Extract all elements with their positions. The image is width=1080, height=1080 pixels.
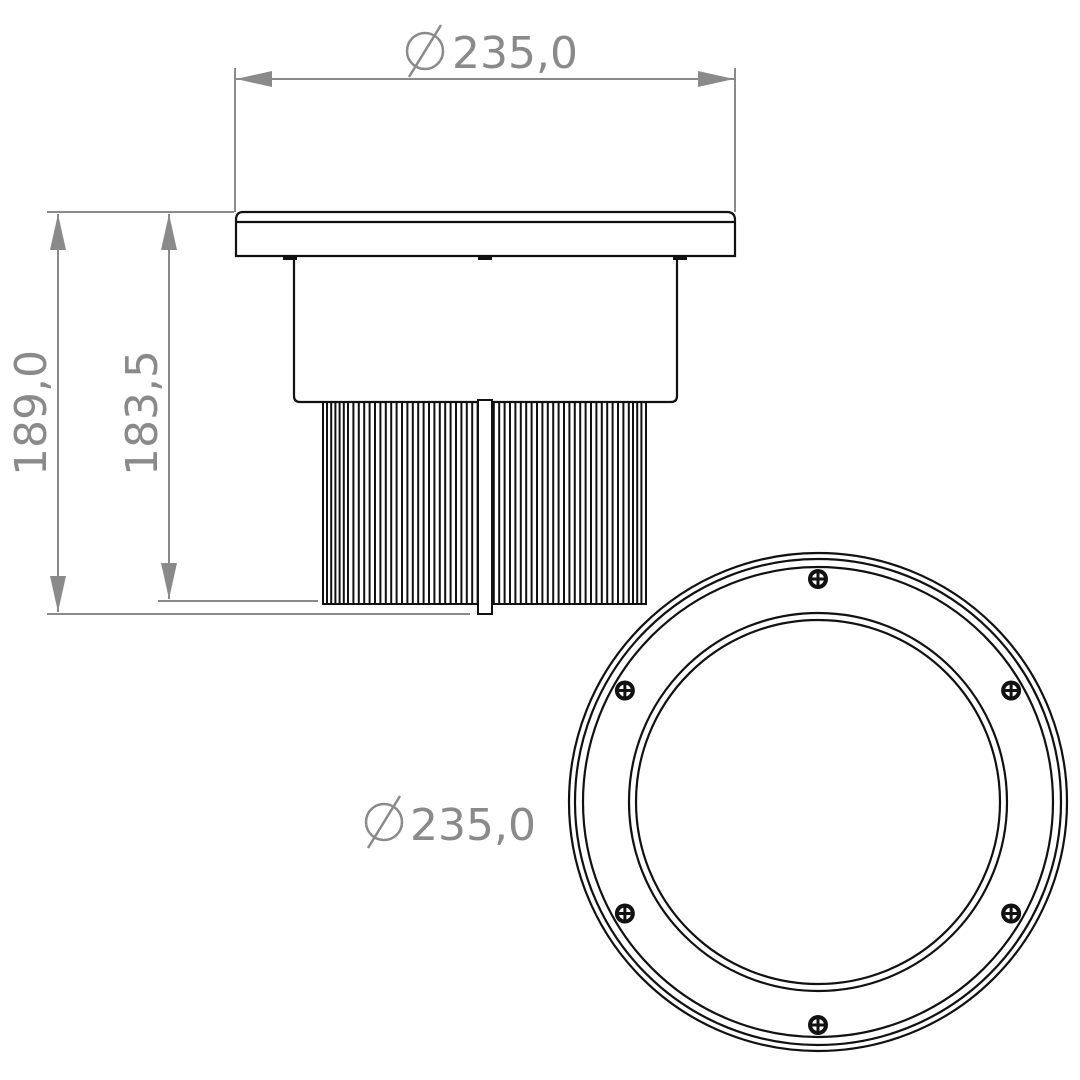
flange-tab-center [478, 256, 492, 260]
outer-ring [567, 551, 1069, 1053]
center-stem [477, 399, 493, 615]
diameter-symbol-top [405, 24, 445, 78]
housing-body [292, 258, 679, 404]
diameter-symbol-front [364, 795, 404, 849]
screw-icon [808, 569, 828, 589]
arrow-top [161, 214, 177, 250]
front-view [567, 551, 1069, 1053]
arrow-bottom [50, 576, 66, 612]
bezel-edge [581, 565, 1055, 1039]
screw-icon [808, 1015, 828, 1035]
arrow-left [236, 71, 272, 87]
overall-height-dimension: 189,0 [6, 211, 470, 615]
body-height-value: 183,5 [117, 350, 168, 476]
side-view [234, 210, 737, 615]
overall-height-value: 189,0 [6, 350, 57, 476]
bezel-screws [614, 569, 1022, 1035]
arrow-right [698, 71, 734, 87]
front-diameter-label: 235,0 [364, 795, 536, 851]
top-diameter-value: 235,0 [452, 28, 578, 79]
screw-icon [1001, 903, 1022, 924]
lens-inner-edge [634, 618, 1002, 986]
outer-ring-inner-edge [573, 557, 1063, 1047]
body-height-dimension: 183,5 [117, 214, 318, 602]
arrow-top [50, 214, 66, 250]
screw-icon [614, 903, 635, 924]
front-diameter-value: 235,0 [410, 800, 536, 851]
top-diameter-dimension: 235,0 [234, 24, 736, 212]
arrow-bottom [161, 563, 177, 599]
flange-tab-left [283, 256, 297, 260]
screw-icon [614, 680, 635, 701]
flange-tab-right [673, 256, 687, 260]
screw-icon [1001, 680, 1022, 701]
top-flange [234, 210, 737, 258]
lens-outer-edge [627, 611, 1009, 993]
